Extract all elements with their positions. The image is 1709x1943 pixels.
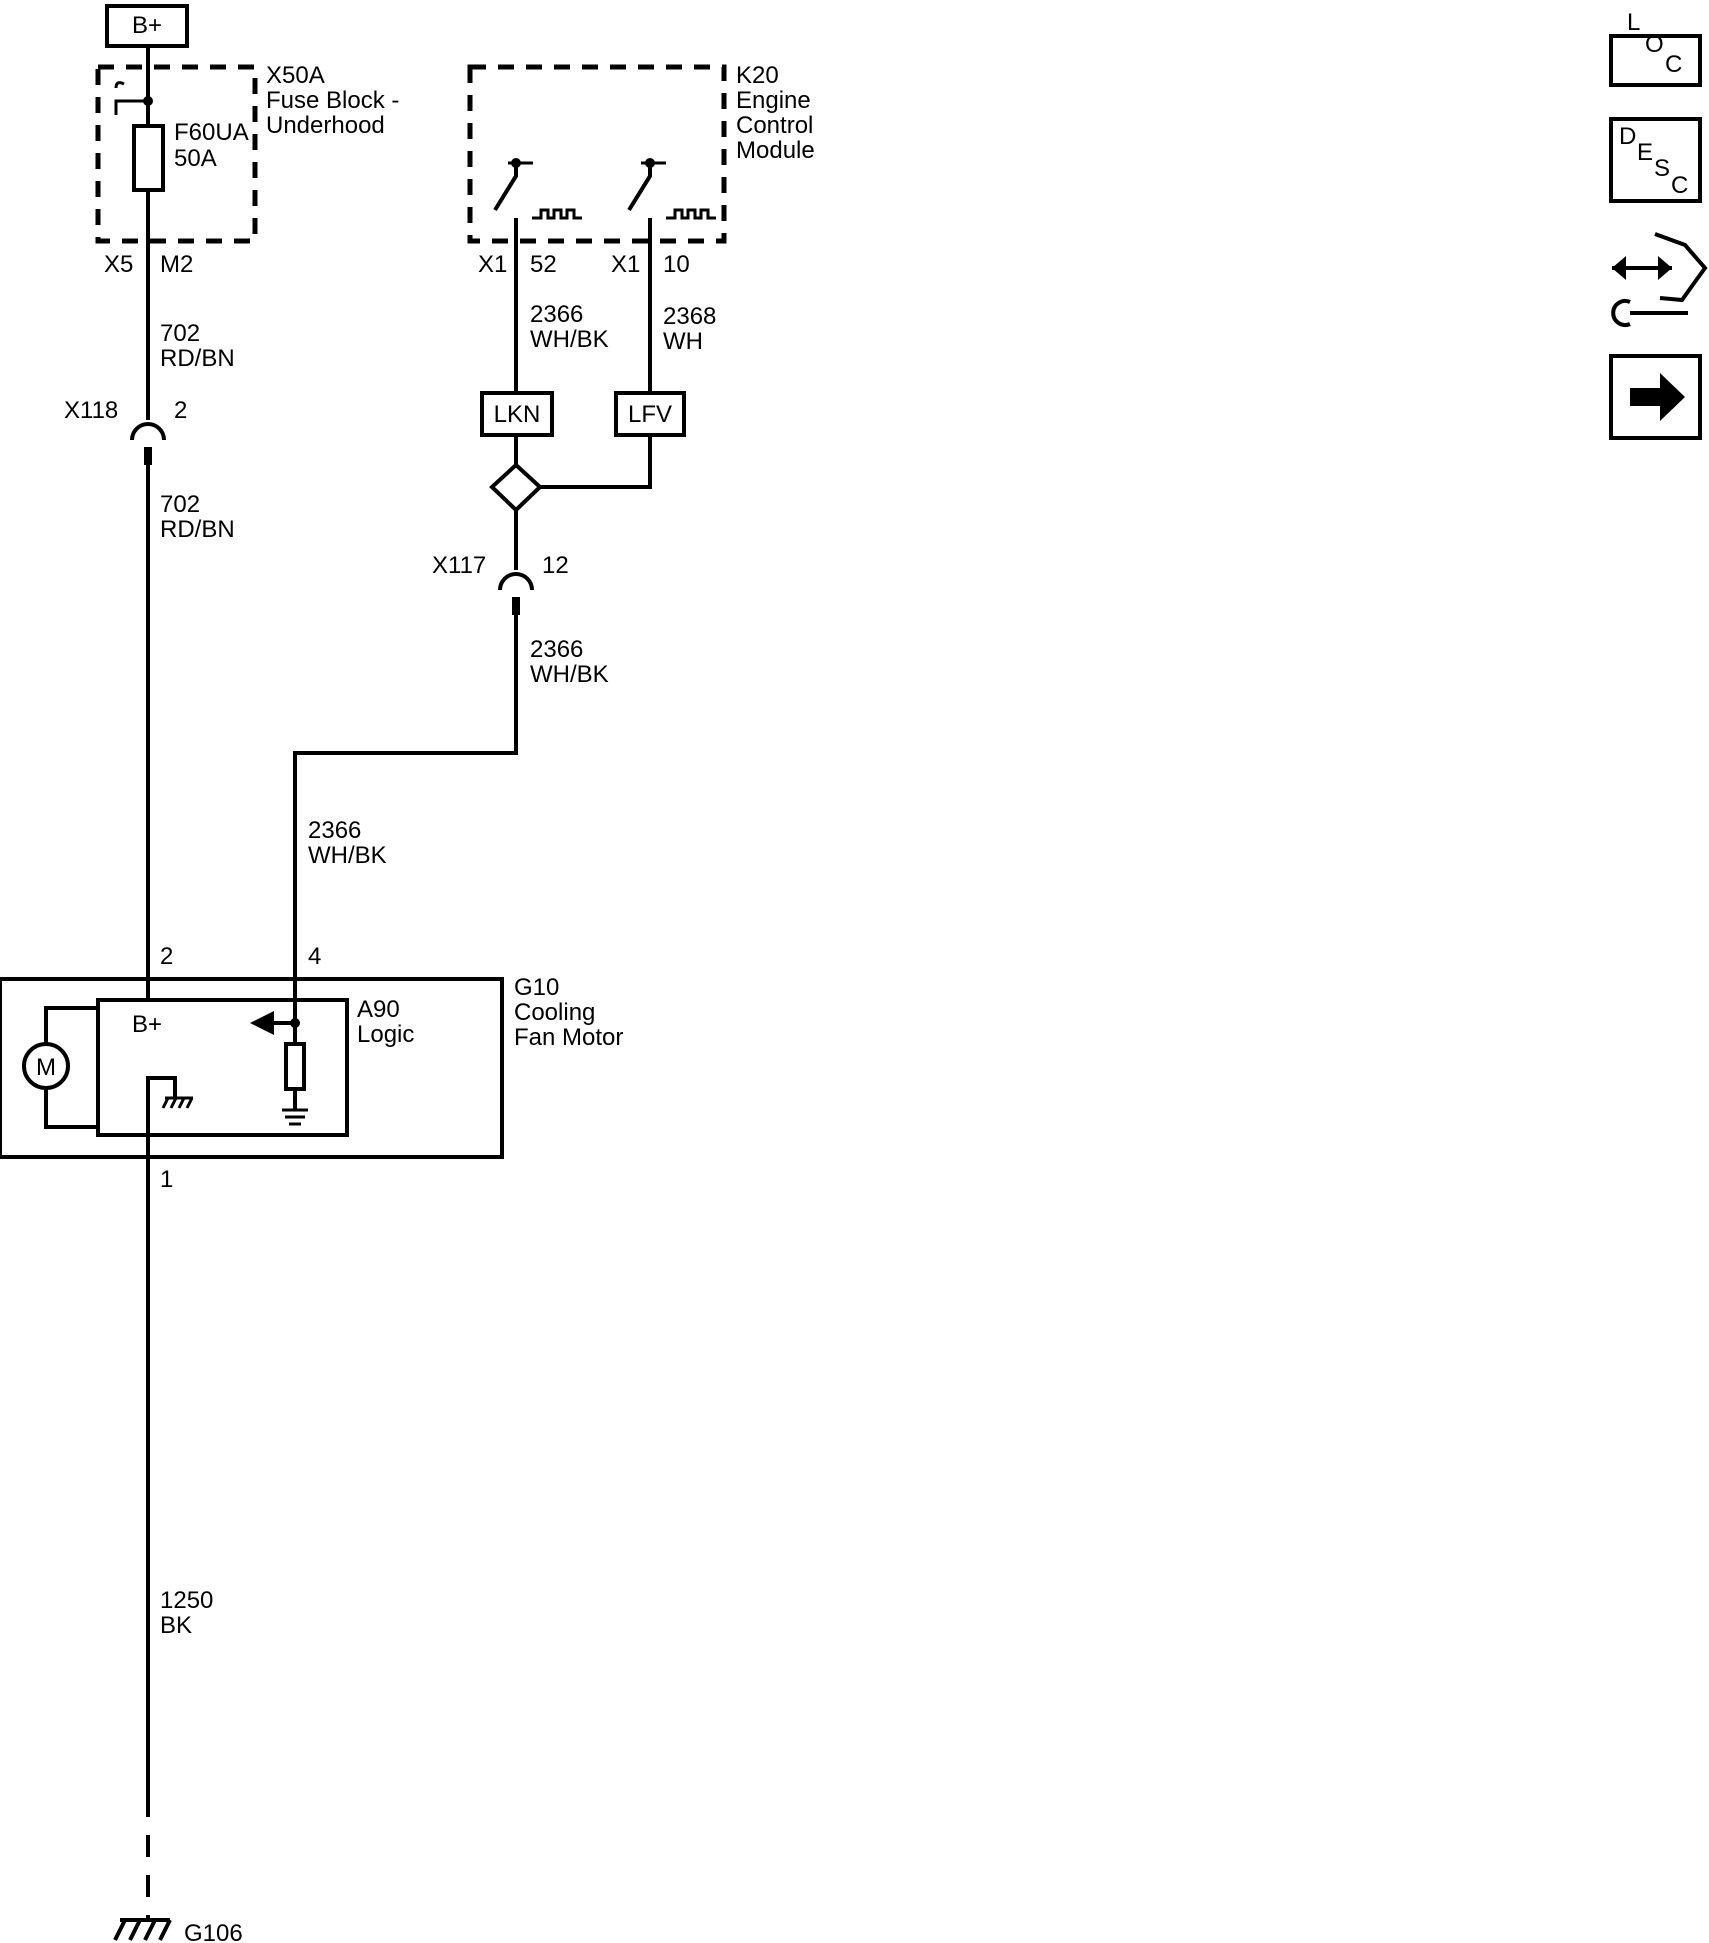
- ecm-name-3: Module: [736, 137, 815, 164]
- wire-2366-low-circuit: 2366: [308, 817, 361, 844]
- desc-letter-d: D: [1619, 123, 1636, 150]
- wire-2366-ecm-circuit: 2366: [530, 301, 583, 328]
- loc-button[interactable]: L O C: [1609, 9, 1702, 87]
- logic-module-a90: [96, 998, 349, 1137]
- wire-2366-lower: [293, 615, 518, 1000]
- option-splice-diamond: [489, 462, 543, 513]
- ecm-id: K20: [736, 62, 779, 89]
- wire-2368-ecm-color: WH: [663, 328, 703, 355]
- desc-button[interactable]: D E S C: [1609, 117, 1702, 203]
- connector-x118-pin: 2: [174, 397, 187, 424]
- motor-icon: M: [22, 1042, 70, 1090]
- cooling-fan-motor-g10: 2 4 G10 Cooling Fan Motor A90 Logic B+ M: [0, 943, 623, 1159]
- wire-702-lower-color: RD/BN: [160, 516, 235, 543]
- wire-1250-color: BK: [160, 1612, 192, 1639]
- connector-x117-pin: 12: [542, 552, 569, 579]
- ecm-connector-b: X1: [611, 251, 640, 278]
- loc-letter-l: L: [1627, 9, 1640, 36]
- fan-pin-signal: 4: [308, 943, 321, 970]
- ecm-name-2: Control: [736, 112, 813, 139]
- wire-2366-ecm-color: WH/BK: [530, 326, 609, 353]
- desc-letter-s: S: [1654, 155, 1670, 182]
- arrow-right-icon: [1630, 373, 1685, 421]
- wire-2366-mid-color: WH/BK: [530, 661, 609, 688]
- battery-positive-label: B+: [132, 12, 162, 39]
- fuse-block-name-2: Underhood: [266, 112, 385, 139]
- connector-repair-icon[interactable]: [1611, 232, 1708, 327]
- ecm-pwm-icon-2: [666, 208, 716, 220]
- battery-positive-source: B+: [105, 4, 189, 48]
- fuse-block-id: X50A: [266, 62, 325, 89]
- engine-control-module-k20: K20 Engine Control Module X1 52 X1 10: [467, 62, 815, 278]
- motor-label: M: [36, 1054, 56, 1081]
- wire-2366-low-color: WH/BK: [308, 842, 387, 869]
- ecm-pwm-icon-1: [532, 208, 582, 220]
- wire-702-upper-color: RD/BN: [160, 345, 235, 372]
- connector-x117: X117 12: [432, 552, 569, 615]
- fan-pin-power: 2: [160, 943, 173, 970]
- ecm-pin-b: 10: [663, 251, 690, 278]
- option-lfv-label: LFV: [628, 401, 672, 428]
- logic-bplus-label: B+: [132, 1011, 162, 1038]
- connector-x118-id: X118: [64, 397, 118, 424]
- fuse-rating: 50A: [174, 145, 217, 172]
- next-page-button[interactable]: [1609, 354, 1702, 440]
- connector-x117-id: X117: [432, 552, 486, 579]
- fuse-block-pin: M2: [160, 251, 193, 278]
- fuse-id: F60UA: [174, 119, 249, 146]
- ecm-name-1: Engine: [736, 87, 811, 114]
- fuse-block-x50a: X50A Fuse Block - Underhood F60UA 50A X5…: [95, 46, 399, 278]
- wire-702-lower-circuit: 702: [160, 491, 200, 518]
- internal-ground-icon: [161, 1096, 194, 1109]
- desc-letter-c: C: [1671, 172, 1688, 199]
- ecm-pin-a: 52: [530, 251, 557, 278]
- connector-x118: X118 2: [64, 397, 187, 465]
- option-lkn-label: LKN: [494, 401, 541, 428]
- fan-id: G10: [514, 974, 559, 1001]
- ground-id: G106: [184, 1920, 243, 1943]
- wire-1250-circuit: 1250: [160, 1587, 213, 1614]
- loc-letter-o: O: [1645, 31, 1664, 58]
- fan-pin-ground: 1: [160, 1166, 173, 1193]
- signal-input-arrow-icon: [250, 1011, 274, 1035]
- resistor-icon: [284, 1042, 306, 1091]
- fan-name-1: Cooling: [514, 999, 595, 1026]
- wire-2366-mid-circuit: 2366: [530, 636, 583, 663]
- fuse-f60ua-icon: [132, 124, 165, 192]
- ecm-connector-a: X1: [478, 251, 507, 278]
- chassis-ground-icon: [282, 1108, 308, 1126]
- loc-letter-c: C: [1665, 51, 1682, 78]
- fan-name-2: Fan Motor: [514, 1024, 623, 1051]
- option-lkn-box: LKN: [480, 391, 554, 437]
- desc-letter-e: E: [1637, 139, 1653, 166]
- logic-id: A90: [357, 996, 400, 1023]
- wire-2368-ecm-circuit: 2368: [663, 303, 716, 330]
- logic-name: Logic: [357, 1021, 414, 1048]
- ground-g106-icon: [113, 1918, 172, 1941]
- ground-g106: G106: [113, 1918, 243, 1943]
- wire-702-upper-circuit: 702: [160, 320, 200, 347]
- fuse-block-connector: X5: [104, 251, 133, 278]
- option-lfv-box: LFV: [614, 391, 686, 437]
- fuse-block-name-1: Fuse Block -: [266, 87, 399, 114]
